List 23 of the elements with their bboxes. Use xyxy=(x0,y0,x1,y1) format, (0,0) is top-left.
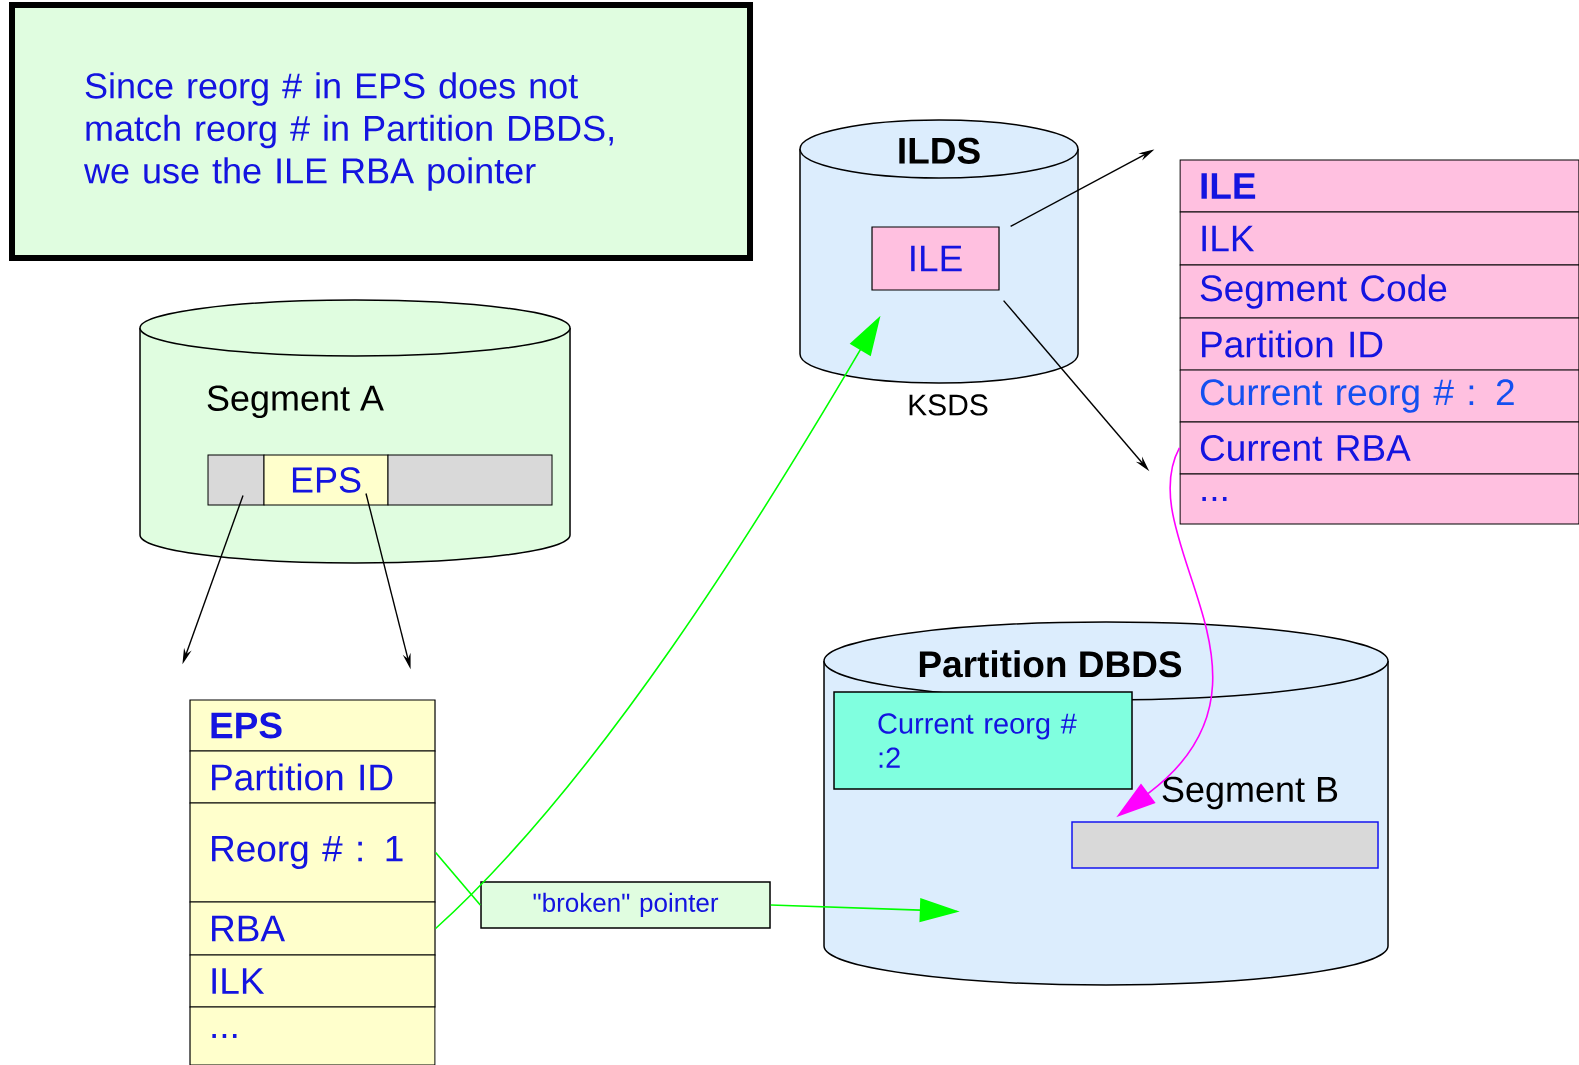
reorg-box: Current reorg # :2 xyxy=(833,691,1133,790)
table-row: Current reorg # : 2 xyxy=(1179,369,1579,423)
table-row: Partition ID xyxy=(1179,317,1579,371)
table-row: Reorg # : 1 xyxy=(189,802,436,903)
table-row: ILK xyxy=(189,954,436,1008)
segment-field: EPS xyxy=(263,454,389,506)
table-row: ILK xyxy=(1179,211,1579,266)
segment-field xyxy=(207,454,265,506)
table-row: Segment Code xyxy=(1179,264,1579,319)
table-row: Partition ID xyxy=(189,750,436,804)
table-row: Current RBA xyxy=(1179,421,1579,475)
pointer-box: "broken" pointer xyxy=(480,881,771,929)
table-header: EPS xyxy=(189,699,436,752)
table-header: ILE xyxy=(1179,159,1579,213)
table-row: ... xyxy=(189,1006,436,1065)
caption-text: Segment B xyxy=(1162,776,1338,810)
segment-bar xyxy=(1071,821,1379,869)
ile-box: ILE xyxy=(871,226,1000,291)
segment-field xyxy=(387,454,553,506)
caption-text: KSDS xyxy=(909,394,988,416)
table-row: RBA xyxy=(189,901,436,956)
note-box: Since reorg # in EPS does not match reorg # in Partition DBDS, we use the ILE RBA pointer xyxy=(9,2,753,261)
table-row: ... xyxy=(1179,473,1579,525)
